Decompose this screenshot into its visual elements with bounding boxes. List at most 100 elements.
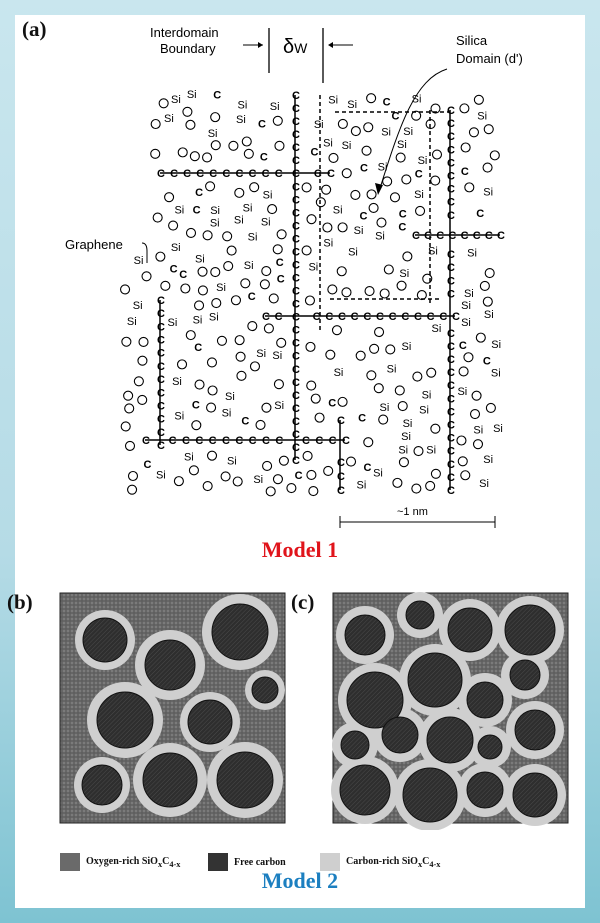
- silicon-atom: Si: [333, 205, 343, 217]
- figure-panel: Interdomain Boundary δW Silica Domain (d…: [7, 15, 585, 908]
- silicon-atom: Si: [479, 478, 489, 490]
- silicon-atom: Si: [172, 376, 182, 388]
- oxygen-atom: [133, 376, 144, 387]
- carbon-atom: C: [342, 435, 350, 447]
- carbon-atom: C: [193, 204, 201, 216]
- carbon-atom: C: [447, 184, 455, 196]
- carbon-atom: C: [170, 168, 178, 180]
- carbon-atom: C: [195, 187, 203, 199]
- oxygen-atom: [216, 335, 228, 346]
- carbon-atom: C: [447, 262, 455, 274]
- carbon-atom: C: [401, 311, 409, 323]
- oxygen-atom: [262, 460, 273, 472]
- carbon-atom: C: [447, 197, 455, 209]
- carbon-atom: C: [447, 446, 455, 458]
- oxygen-atom: [459, 103, 470, 114]
- silicon-atom: Si: [237, 100, 247, 112]
- silica-label-1: Silica: [456, 33, 488, 48]
- carbon-atom: C: [182, 435, 190, 447]
- oxygen-atom: [202, 480, 213, 492]
- oxygen-atom: [314, 412, 325, 423]
- carbon-atom: C: [392, 111, 400, 123]
- oxygen-atom: [207, 385, 218, 396]
- carbon-atom: C: [376, 311, 384, 323]
- oxygen-atom: [337, 222, 348, 233]
- carbon-atom: C: [315, 435, 323, 447]
- panel-b-label: (b): [7, 590, 33, 614]
- oxygen-atom: [247, 320, 258, 332]
- free-carbon-particle: [96, 691, 154, 749]
- carbon-atom: C: [337, 471, 345, 483]
- oxygen-atom: [426, 367, 437, 378]
- carbon-atom: C: [447, 210, 455, 222]
- oxygen-atom: [401, 174, 412, 185]
- carbon-atom: C: [363, 462, 371, 474]
- oxygen-atom: [210, 112, 221, 123]
- carbon-atom: C: [195, 435, 203, 447]
- oxygen-atom: [255, 419, 266, 430]
- carbon-atom: C: [337, 457, 345, 469]
- oxygen-atom: [121, 336, 132, 347]
- oxygen-atom: [475, 332, 486, 343]
- silicon-atom: Si: [491, 339, 501, 351]
- silicon-atom: Si: [243, 202, 253, 214]
- carbon-atom: C: [447, 118, 455, 130]
- oxygen-atom: [177, 147, 188, 158]
- oxygen-atom: [458, 366, 469, 377]
- carbon-atom: C: [179, 269, 187, 281]
- legend-oxygen-rich: Oxygen-rich SiOxC4-x: [60, 853, 180, 871]
- oxygen-atom: [306, 214, 317, 225]
- oxygen-atom: [286, 482, 297, 494]
- atomic-model-diagram: Interdomain Boundary δW Silica Domain (d…: [65, 25, 523, 528]
- oxygen-atom: [431, 149, 443, 160]
- oxygen-atom: [261, 402, 272, 413]
- oxygen-atom: [484, 267, 495, 279]
- oxygen-atom: [220, 471, 231, 482]
- silicon-atom: Si: [373, 468, 383, 480]
- carbon-atom: C: [196, 168, 204, 180]
- carbon-atom: C: [248, 291, 256, 303]
- oxygen-atom: [430, 175, 441, 186]
- silicon-atom: Si: [174, 411, 184, 423]
- free-carbon-particle: [402, 767, 458, 823]
- oxygen-atom: [366, 93, 377, 104]
- legend-free-carbon: Free carbon: [208, 853, 286, 871]
- silicon-atom: Si: [375, 230, 385, 242]
- oxygen-atom: [430, 423, 441, 434]
- oxygen-atom: [385, 344, 396, 355]
- carbon-atom: C: [235, 435, 243, 447]
- silicon-atom: Si: [187, 89, 197, 101]
- oxygen-atom: [278, 455, 289, 466]
- carbon-atom: C: [399, 209, 407, 221]
- oxygen-atom: [230, 295, 242, 306]
- carbon-atom: C: [292, 299, 300, 311]
- oxygen-atom: [456, 435, 467, 446]
- arrow-icon: [328, 42, 333, 48]
- carbon-atom: C: [415, 168, 423, 180]
- free-carbon-particle: [211, 603, 269, 661]
- oxygen-atom: [160, 280, 171, 291]
- carbon-atom: C: [209, 435, 217, 447]
- oxygen-atom: [152, 212, 163, 223]
- free-carbon-particle: [142, 752, 198, 808]
- oxygen-atom: [378, 414, 389, 425]
- oxygen-atom: [308, 486, 319, 497]
- silicon-atom: Si: [156, 470, 166, 482]
- oxygen-atom: [158, 98, 169, 109]
- carbon-atom: C: [275, 435, 283, 447]
- oxygen-atom: [369, 343, 380, 354]
- oxygen-atom: [272, 244, 283, 255]
- carbon-atom: C: [314, 168, 322, 180]
- oxygen-atom: [394, 385, 405, 396]
- carbon-atom: C: [447, 433, 455, 445]
- oxygen-atom: [379, 288, 390, 299]
- oxygen-atom: [241, 136, 252, 147]
- oxygen-atom: [430, 103, 441, 114]
- silicon-atom: Si: [174, 205, 184, 217]
- silicon-atom: Si: [422, 390, 432, 402]
- carbon-atom: C: [169, 435, 177, 447]
- oxygen-atom: [276, 337, 287, 348]
- silicon-atom: Si: [222, 408, 232, 420]
- oxygen-atom: [392, 477, 403, 488]
- carbon-atom: C: [459, 340, 467, 352]
